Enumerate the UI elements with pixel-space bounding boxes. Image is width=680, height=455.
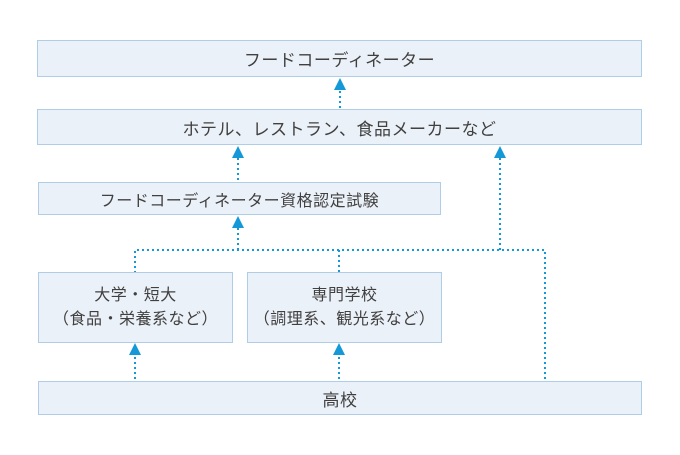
- node-vocational: 専門学校 （調理系、観光系など）: [247, 272, 442, 343]
- node-vocational-label: 専門学校: [311, 286, 378, 304]
- node-exam: フードコーディネーター資格認定試験: [38, 182, 441, 215]
- node-high-school: 高校: [38, 381, 642, 415]
- node-exam-label: フードコーディネーター資格認定試験: [99, 192, 380, 210]
- node-food-coordinator-label: フードコーディネーター: [243, 51, 436, 70]
- node-food-coordinator: フードコーディネーター: [37, 40, 642, 77]
- arrow-up-icon: [232, 216, 244, 228]
- arrow-up-icon: [333, 343, 345, 355]
- node-high-school-label: 高校: [322, 390, 358, 410]
- node-employers-label: ホテル、レストラン、食品メーカーなど: [182, 119, 497, 139]
- arrow-up-icon: [232, 146, 244, 158]
- arrow-up-icon: [129, 343, 141, 355]
- node-university-label: 大学・短大: [94, 286, 177, 304]
- node-vocational-sublabel: （調理系、観光系など）: [253, 310, 436, 328]
- arrow-up-icon: [494, 146, 506, 158]
- node-employers: ホテル、レストラン、食品メーカーなど: [37, 109, 642, 145]
- node-university: 大学・短大 （食品・栄養系など）: [38, 272, 233, 343]
- arrow-up-icon: [334, 78, 346, 90]
- node-university-sublabel: （食品・栄養系など）: [52, 310, 218, 328]
